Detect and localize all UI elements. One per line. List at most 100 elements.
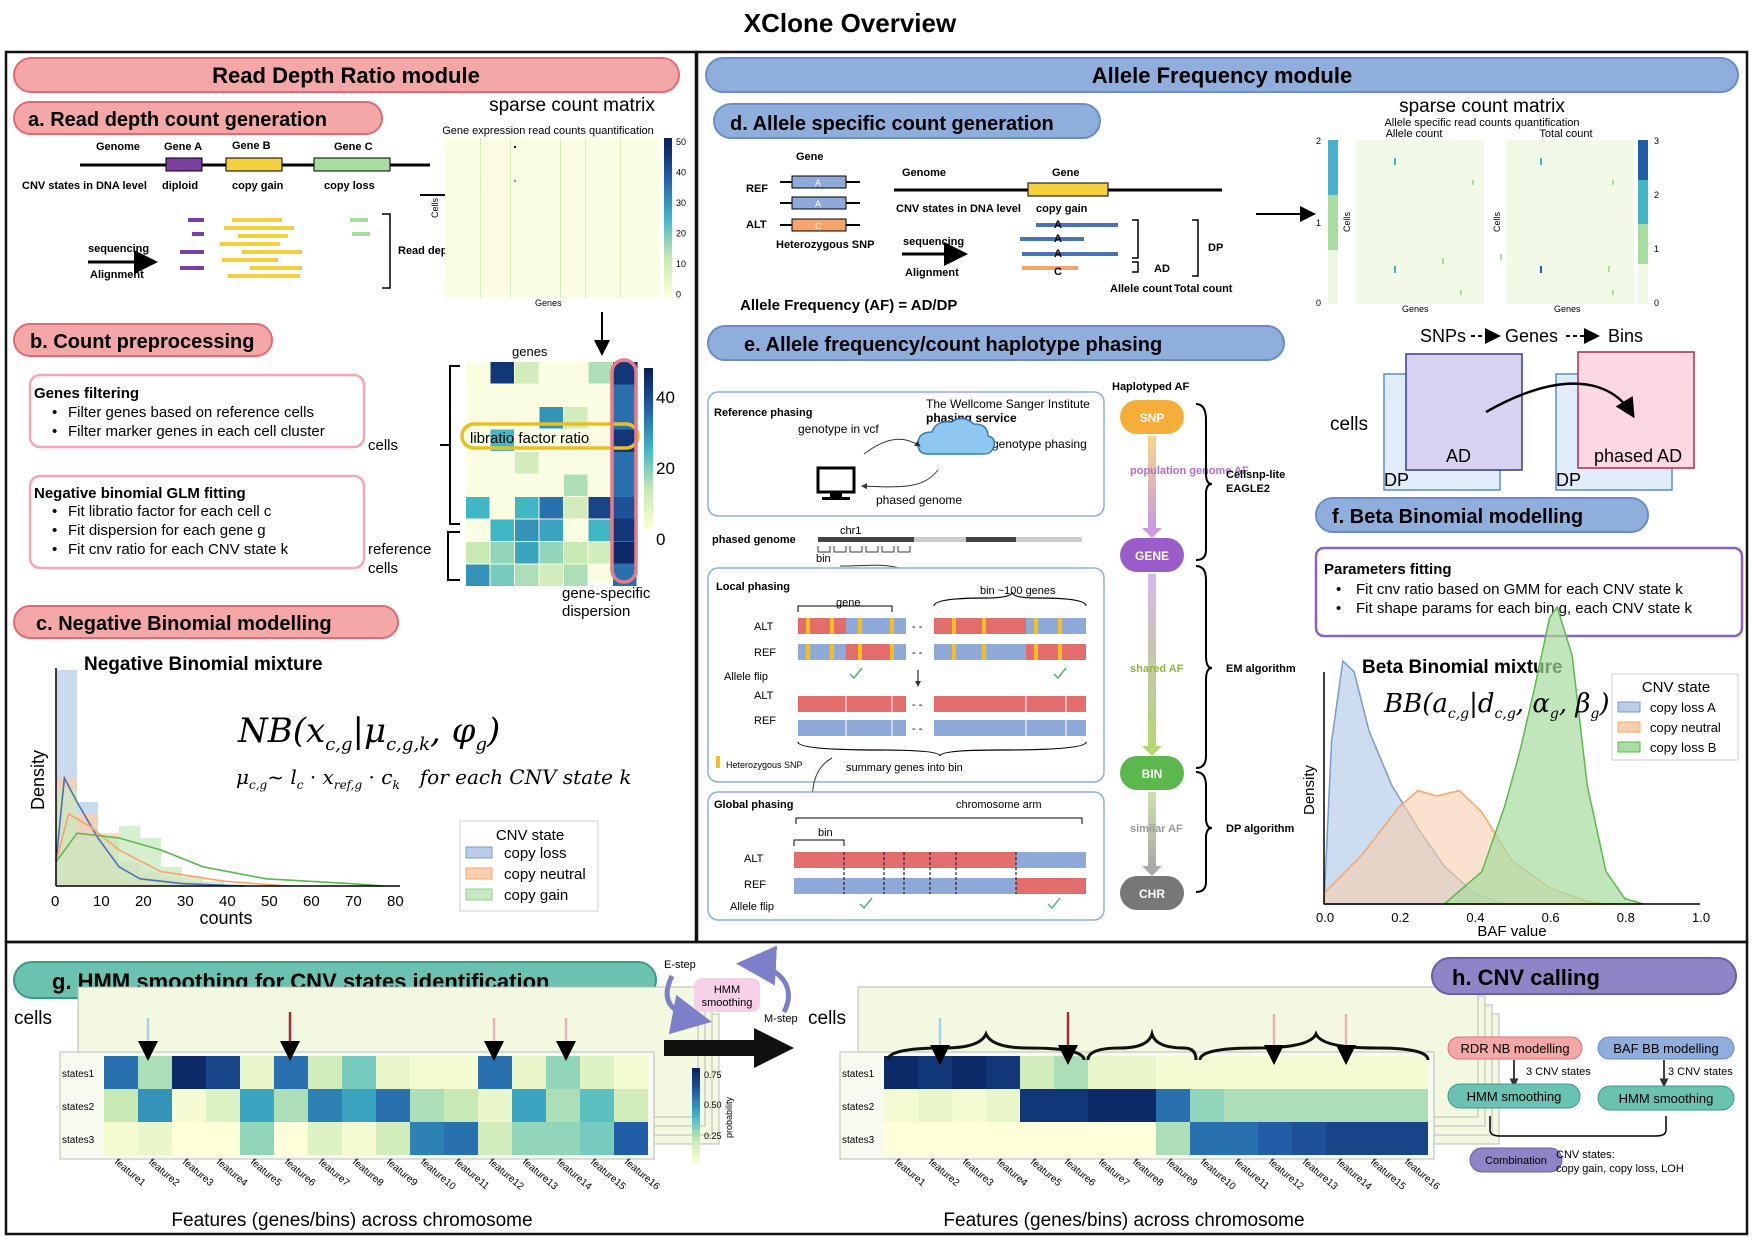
section-h-header: [1431, 957, 1737, 995]
nb-formula: NB(xc,g|μc,g,k, φg): [237, 711, 500, 755]
bb-legend-title: CNV state: [1642, 679, 1710, 696]
heatmap-cell: [1394, 1056, 1428, 1089]
rdr-module-title: Read Depth Ratio module: [212, 63, 480, 88]
hist-bar: [77, 838, 98, 886]
ad-box-label: AD: [1446, 446, 1471, 466]
heatmap-cell: [172, 1089, 206, 1122]
genes-filtering-list: •Filter genes based on reference cells •…: [52, 404, 325, 440]
heatmap-cell: [206, 1089, 240, 1122]
rdr-module-header: [13, 57, 680, 93]
svg-text:•: •: [1336, 600, 1341, 617]
estep-label: E-step: [664, 959, 696, 971]
flow-snps: SNPs: [1420, 326, 1466, 346]
svg-text:0: 0: [1316, 298, 1321, 308]
feature-label: feature3: [180, 1157, 216, 1189]
genes-axis-label: genes: [512, 344, 548, 359]
parameters-list: •Fit cnv ratio based on GMM for each CNV…: [1336, 581, 1692, 617]
density-curve: [55, 812, 288, 887]
read-depth-diagram: Genome Gene A Gene B Gene C CNV states i…: [22, 140, 491, 289]
heatmap-cell: [1020, 1122, 1054, 1155]
left-xlabel: Features (genes/bins) across chromosome: [171, 1210, 532, 1231]
heatmap-cell: [410, 1122, 444, 1155]
list-item: Filter marker genes in each cell cluster: [68, 423, 325, 440]
local-phasing-title: Local phasing: [716, 581, 790, 593]
heatmap-cell: [1224, 1089, 1258, 1122]
left-hmm-heatmap: states1states2states3feature1feature2fea…: [59, 986, 720, 1193]
heatmap-cell: [1156, 1089, 1190, 1122]
nb-mixture-title: Negative Binomial mixture: [84, 654, 323, 675]
chr-node: [1120, 876, 1184, 910]
heatmap-cell: [1088, 1122, 1122, 1155]
feature-label: feature3: [960, 1157, 996, 1189]
haplotype-hierarchy: Haplotyped AF SNP GENE BIN CHR populatio…: [1112, 381, 1296, 910]
heatmap-cell: [884, 1122, 918, 1155]
feature-label: feature15: [1368, 1157, 1408, 1193]
heatmap-cell: [478, 1089, 512, 1122]
colorbar-tick: 40: [656, 388, 675, 407]
list-item: Fit cnv ratio for each CNV state k: [68, 541, 289, 558]
heatmap-cell: [580, 1122, 614, 1155]
state-label: states3: [842, 1135, 875, 1146]
svg-text:- -: - -: [912, 723, 923, 735]
cb-tick: 0.75: [704, 1070, 722, 1080]
gene-c-label: Gene C: [334, 141, 373, 153]
edge-shared-af: shared AF: [1130, 663, 1184, 675]
legend-title: CNV state: [496, 827, 564, 844]
gene-b-label: Gene B: [232, 140, 271, 152]
section-b-header: [13, 323, 273, 357]
svg-text:- -: - -: [912, 621, 923, 633]
cb-tick: 0.25: [704, 1131, 722, 1141]
x-tick: 70: [345, 893, 362, 910]
allele-count-panel-label: Allele count: [1386, 128, 1443, 140]
bb-formula: BB(ac,g|dc,g, αg, βg): [1383, 689, 1610, 722]
feature-label: feature4: [214, 1157, 250, 1189]
heatmap-cell: [444, 1056, 478, 1089]
haplotyped-af-label: Haplotyped AF: [1112, 381, 1189, 393]
section-c-title: c. Negative Binomial modelling: [36, 613, 332, 635]
heatmap-cell: [952, 1056, 986, 1089]
section-a-header: [13, 101, 383, 135]
phasing-diagram: Reference phasing The Wellcome Sanger In…: [707, 391, 1105, 921]
x-tick: 0: [51, 893, 59, 910]
svg-text:1: 1: [1654, 244, 1659, 254]
heatmap-cell: [512, 1122, 546, 1155]
cnv-list-output: copy gain, copy loss, LOH: [1556, 1163, 1684, 1175]
heatmap-cell: [1394, 1122, 1428, 1155]
rdr-sparse-matrix: sparse count matrix Gene expression read…: [430, 95, 686, 356]
global-ref-label: REF: [744, 879, 766, 891]
legend-item: copy gain: [504, 887, 568, 904]
combination-node: Combination: [1485, 1155, 1547, 1167]
colorbar-tick: 50: [676, 137, 686, 147]
global-phasing-title: Global phasing: [714, 799, 793, 811]
heatmap-cell: [1054, 1089, 1088, 1122]
dp-algorithm-label: DP algorithm: [1226, 823, 1294, 835]
nb-ylabel: Density: [28, 750, 48, 810]
colorbar-tick: 20: [656, 459, 675, 478]
heatmap-cell: [376, 1122, 410, 1155]
chrom-arm-label: chromosome arm: [956, 799, 1042, 811]
reference-phasing-box: [707, 391, 1105, 517]
three-states-right: 3 CNV states: [1668, 1066, 1733, 1078]
section-d-title: d. Allele specific count generation: [730, 113, 1054, 135]
bin-node: [1120, 756, 1184, 790]
x-tick: 40: [219, 893, 236, 910]
allele-count-label: Allele count: [1110, 283, 1173, 295]
heatmap-cell: [614, 1089, 648, 1122]
gene-label: Gene: [796, 151, 824, 163]
left-cells-label: cells: [14, 1008, 52, 1029]
heatmap-cell: [206, 1056, 240, 1089]
rdr-matrix-xlabel: Genes: [535, 298, 562, 308]
heatmap-cell: [1224, 1056, 1258, 1089]
right-cells-label: cells: [808, 1008, 846, 1029]
svg-text:2: 2: [1654, 190, 1659, 200]
hmm-cycle-label: HMM: [714, 984, 740, 996]
af-cnv-states-label: CNV states in DNA level: [896, 203, 1021, 215]
allele-a2: A: [1054, 233, 1062, 245]
colorbar-tick: 10: [676, 259, 686, 269]
heatmap-cell: [918, 1056, 952, 1089]
feature-label: feature11: [1232, 1157, 1271, 1192]
heatmap-cell: [172, 1056, 206, 1089]
computer-icon: [816, 466, 856, 494]
heatmap-cell: [104, 1089, 138, 1122]
